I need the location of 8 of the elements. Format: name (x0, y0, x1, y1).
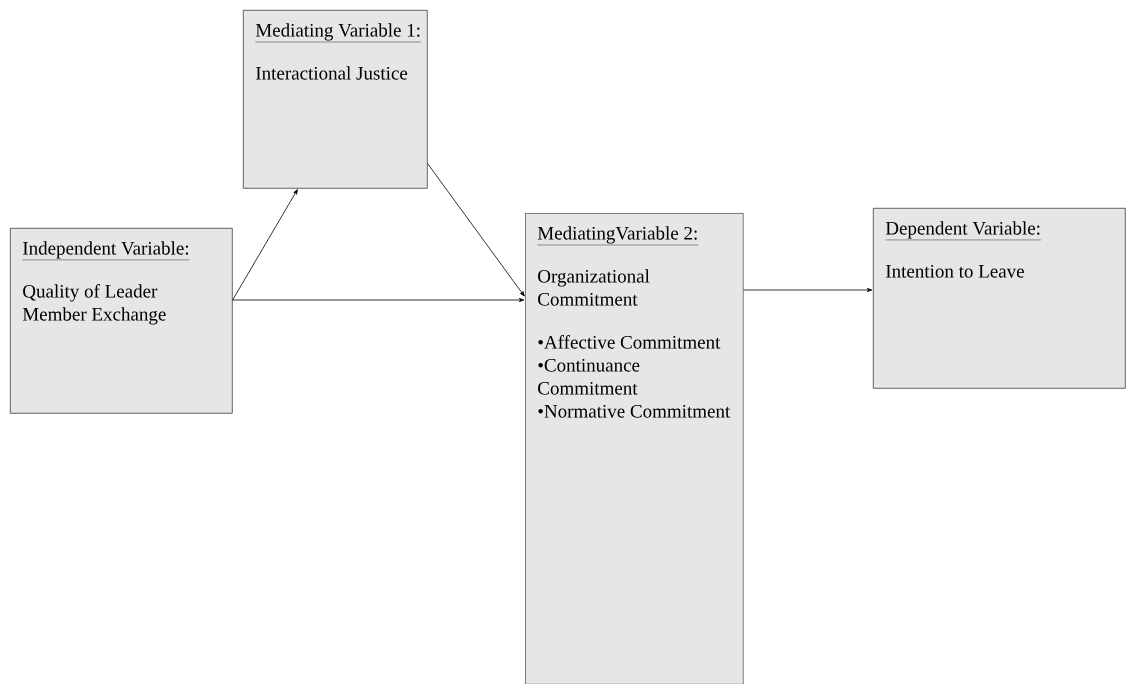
variable-box: Dependent Variable: Intention to Leave (873, 208, 1126, 389)
variable-box: MediatingVariable 2: Organizational Commitment •Affective Commitment •Continuance Commitment •Normative Commitment (525, 213, 744, 684)
variable-box: Mediating Variable 1: Interactional Justice (243, 10, 428, 189)
arrow (743, 288, 873, 292)
variable-box: Independent Variable: Quality of Leader Member Exchange (10, 228, 233, 414)
arrow (232, 298, 525, 302)
arrow (427, 163, 525, 297)
arrow (232, 189, 298, 301)
